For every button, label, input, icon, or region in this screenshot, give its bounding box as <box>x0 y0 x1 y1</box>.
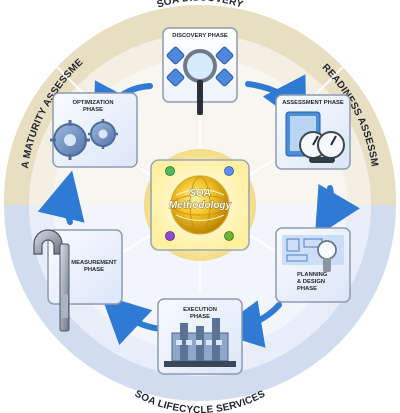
planning-phase-label-line-1: PLANNING <box>297 272 328 278</box>
methodology-globe <box>170 175 230 235</box>
optimization-phase-tile: OPTIMIZATION PHASE <box>50 92 138 168</box>
sphere-blue <box>224 166 234 176</box>
assessment-phase-tile: ASSESSMENT PHASE <box>275 94 351 170</box>
discovery-phase-label: DISCOVERY PHASE <box>172 33 228 39</box>
planning-phase-label-line-2: & DESIGN <box>297 279 325 285</box>
planning-design-phase-tile: PLANNING & DESIGN PHASE <box>275 227 351 303</box>
measurement-phase-label-line-2: PHASE <box>84 267 104 273</box>
execution-phase-label-line-1: EXECUTION <box>183 307 217 313</box>
methodology-title-line-1: SOA <box>189 188 211 199</box>
planning-phase-label-line-3: PHASE <box>297 286 317 292</box>
gears-icon <box>50 119 118 160</box>
execution-phase-label-line-2: PHASE <box>190 314 210 320</box>
sphere-green <box>165 166 175 176</box>
divider-left <box>56 66 85 95</box>
arrow-assessment-to-planning <box>314 183 360 238</box>
sphere-lime <box>224 231 234 241</box>
divider-right <box>315 66 344 95</box>
magnifier-icon <box>183 49 217 83</box>
arrow-measurement-to-optimization <box>37 170 85 225</box>
execution-phase-tile: EXECUTION PHASE <box>157 298 243 375</box>
discovery-phase-tile: DISCOVERY PHASE <box>162 27 238 115</box>
sphere-purple <box>165 231 175 241</box>
optimization-phase-label-line-2: PHASE <box>83 107 103 113</box>
measurement-phase-label-line-1: MEASUREMENT <box>71 260 117 266</box>
optimization-phase-label-line-1: OPTIMIZATION <box>72 100 113 106</box>
assessment-phase-label: ASSESSMENT PHASE <box>282 100 344 106</box>
methodology-title-line-2: Methodology <box>169 200 232 211</box>
lightbulb-icon <box>317 240 337 260</box>
arrow-execution-to-measurement <box>100 294 163 346</box>
measurement-phase-tile: MEASUREMENT PHASE <box>33 229 123 332</box>
